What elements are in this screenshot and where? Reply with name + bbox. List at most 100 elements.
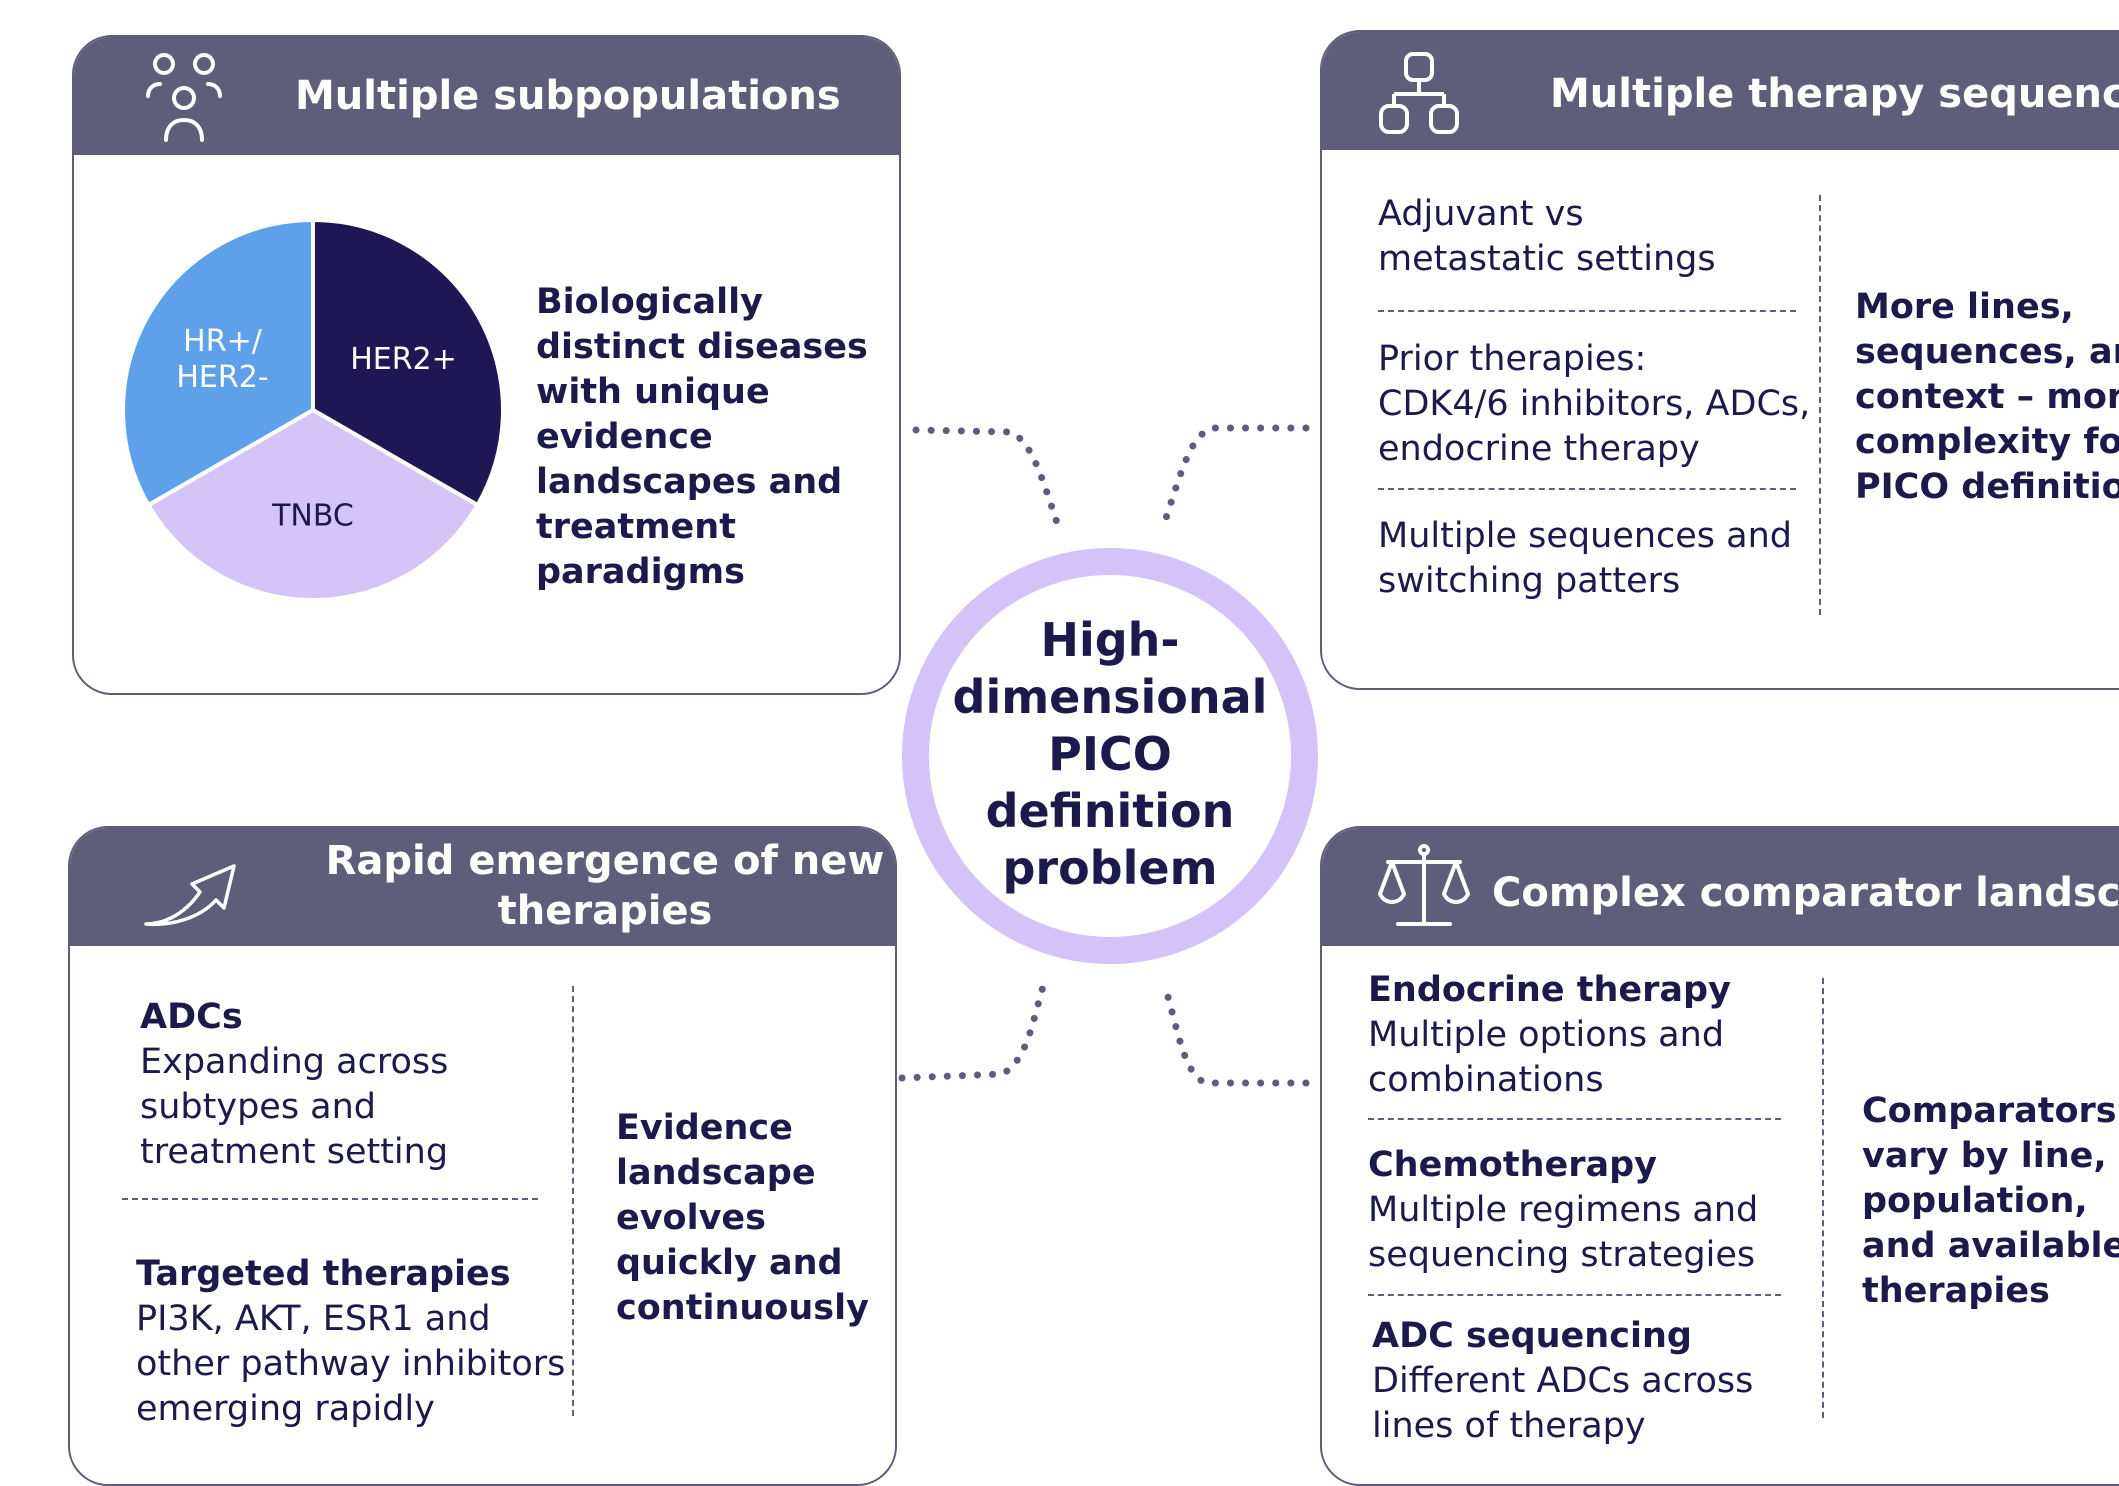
emergence-item-adcs: ADCs Expanding across subtypes and treat… [140, 995, 448, 1175]
comparator-item-endocrine: Endocrine therapy Multiple options and c… [1368, 968, 1731, 1103]
subpopulations-description-line-5: landscapes and [536, 462, 843, 502]
subpopulations-description-line-4: evidence [536, 417, 713, 457]
adcs-heading: ADCs [140, 997, 243, 1037]
subpopulations-description-line-2: distinct diseases [536, 327, 868, 367]
sequence-item-2-line-3: endocrine therapy [1378, 429, 1700, 469]
people-icon [146, 53, 222, 142]
comparator-summary-line-4: and available [1862, 1226, 2119, 1266]
adc-seq-line-2: lines of therapy [1372, 1406, 1646, 1446]
subpopulations-description-line-6: treatment [536, 507, 736, 547]
connector-top-right-path [1160, 424, 1310, 528]
pie-slice-hr-her2- [121, 217, 315, 508]
pie-label: TNBC [271, 499, 354, 534]
sequences-summary-line-3: context – more [1855, 377, 2119, 417]
sequence-divider-1 [1378, 310, 1796, 312]
comparator-card: Complex comparator landscape Endocrine t… [1320, 826, 2119, 1486]
emergence-summary-line-3: evolves [616, 1198, 766, 1238]
emergence-card: Rapid emergence of new therapies ADCs Ex… [68, 826, 897, 1486]
comparator-item-adc: ADC sequencing Different ADCs across lin… [1372, 1314, 1753, 1449]
center-title-line-5: problem [1002, 841, 1218, 895]
targeted-line-3: emerging rapidly [136, 1389, 435, 1429]
emergence-summary-line-4: quickly and [616, 1243, 843, 1283]
sequence-item-1-line-1: Adjuvant vs [1378, 194, 1584, 234]
adcs-line-1: Expanding across [140, 1042, 449, 1082]
sequences-summary-line-4: complexity for [1855, 422, 2119, 462]
emergence-title: Rapid emergence of new therapies [260, 836, 895, 936]
comparator-summary: Comparators vary by line, population, and a… [1862, 1089, 2119, 1314]
pie-slice-her2- [311, 217, 505, 508]
sequence-item-2: Prior therapies: CDK4/6 inhibitors, ADCs… [1378, 337, 1810, 472]
emergence-divider [122, 1198, 538, 1200]
targeted-line-1: PI3K, AKT, ESR1 and [136, 1299, 491, 1339]
emergence-item-targeted: Targeted therapies PI3K, AKT, ESR1 and o… [136, 1252, 565, 1432]
comparator-title: Complex comparator landscape [1492, 870, 2119, 916]
sequence-item-3: Multiple sequences and switching patters [1378, 514, 1792, 604]
targeted-heading: Targeted therapies [136, 1254, 511, 1294]
sequence-divider-2 [1378, 488, 1796, 490]
sequences-card: Multiple therapy sequences Adjuvant vs m… [1320, 30, 2119, 690]
pie-slice-tnbc [145, 407, 481, 602]
emergence-summary-line-1: Evidence [616, 1108, 793, 1148]
scales-icon [1378, 844, 1470, 926]
adcs-line-3: treatment setting [140, 1132, 449, 1172]
endocrine-heading: Endocrine therapy [1368, 970, 1731, 1010]
subpopulations-description-line-1: Biologically [536, 282, 763, 322]
sequence-item-3-line-1: Multiple sequences and [1378, 516, 1793, 556]
emergence-header: Rapid emergence of new therapies [70, 828, 895, 946]
comparator-divider-1 [1368, 1118, 1781, 1120]
comparator-summary-line-3: population, [1862, 1181, 2088, 1221]
endocrine-line-1: Multiple options and [1368, 1015, 1725, 1055]
comparator-header: Complex comparator landscape [1322, 828, 2119, 946]
chemo-heading: Chemotherapy [1368, 1145, 1657, 1185]
center-title-line-4: definition [985, 784, 1235, 838]
sequence-item-1: Adjuvant vs metastatic settings [1378, 192, 1716, 282]
connector-top-left-path [912, 426, 1062, 530]
trend-arrow-icon [144, 864, 236, 927]
subpopulations-description-line-7: paradigms [536, 552, 745, 592]
connector-bottom-right-path [1162, 986, 1310, 1087]
sequences-summary-line-5: PICO definition [1855, 467, 2119, 507]
sequences-header: Multiple therapy sequences [1322, 32, 2119, 150]
sequence-item-1-line-2: metastatic settings [1378, 239, 1716, 279]
pie-label: HR+/ [183, 324, 263, 359]
sequences-summary-line-2: sequences, and [1855, 332, 2119, 372]
sequences-vertical-divider [1819, 195, 1821, 615]
targeted-line-2: other pathway inhibitors [136, 1344, 566, 1384]
endocrine-line-2: combinations [1368, 1060, 1604, 1100]
chemo-line-2: sequencing strategies [1368, 1235, 1756, 1275]
adc-seq-heading: ADC sequencing [1372, 1316, 1692, 1356]
emergence-title-line-2: therapies [497, 888, 713, 934]
sequences-summary: More lines, sequences, and context – more c… [1855, 285, 2119, 510]
center-title: High- dimensional PICO definition proble… [930, 612, 1290, 897]
emergence-vertical-divider [572, 986, 574, 1416]
comparator-divider-2 [1368, 1294, 1781, 1296]
emergence-summary: Evidence landscape evolves quickly and conti… [616, 1106, 869, 1331]
chemo-line-1: Multiple regimens and [1368, 1190, 1759, 1230]
sequence-item-2-line-2: CDK4/6 inhibitors, ADCs, [1378, 384, 1811, 424]
adc-seq-line-1: Different ADCs across [1372, 1361, 1754, 1401]
subpopulations-title: Multiple subpopulations [295, 73, 841, 119]
comparator-summary-line-1: Comparators [1862, 1091, 2117, 1131]
emergence-summary-line-2: landscape [616, 1153, 816, 1193]
subpopulations-description-line-3: with unique [536, 372, 770, 412]
sequence-item-3-line-2: switching patters [1378, 561, 1681, 601]
comparator-vertical-divider [1822, 978, 1824, 1418]
subpopulations-header: Multiple subpopulations [74, 37, 899, 155]
emergence-summary-line-5: continuously [616, 1288, 869, 1328]
comparator-summary-line-2: vary by line, [1862, 1136, 2107, 1176]
center-title-line-3: PICO [1048, 727, 1172, 781]
sequences-title: Multiple therapy sequences [1550, 71, 2119, 117]
pie-label: HER2- [176, 360, 268, 395]
comparator-item-chemo: Chemotherapy Multiple regimens and seque… [1368, 1143, 1758, 1278]
center-title-line-2: dimensional [952, 670, 1268, 724]
sequence-item-2-line-1: Prior therapies: [1378, 339, 1647, 379]
comparator-summary-line-5: therapies [1862, 1271, 2050, 1311]
center-title-line-1: High- [1040, 613, 1180, 667]
emergence-title-line-1: Rapid emergence of new [325, 838, 885, 884]
sequences-summary-line-1: More lines, [1855, 287, 2074, 327]
subpopulations-description: Biologically distinct diseases with unique… [536, 280, 868, 595]
adcs-line-2: subtypes and [140, 1087, 377, 1127]
